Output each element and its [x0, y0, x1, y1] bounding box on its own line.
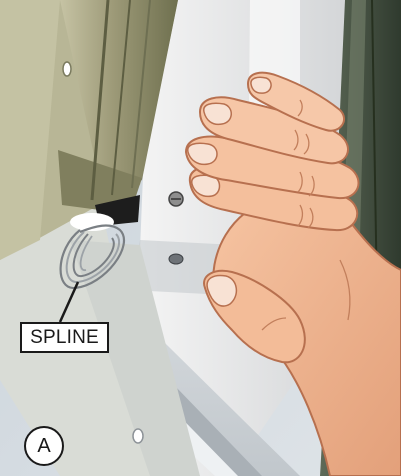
spline-label: SPLINE: [30, 327, 99, 349]
frame-hole: [133, 429, 143, 443]
fingernail: [251, 77, 271, 93]
screw-icon: [169, 192, 183, 206]
step-badge: A: [24, 426, 64, 466]
step-letter: A: [37, 435, 50, 458]
screw-icon: [169, 254, 183, 264]
bracket-hole: [63, 62, 71, 76]
spline-callout: SPLINE: [20, 322, 109, 353]
